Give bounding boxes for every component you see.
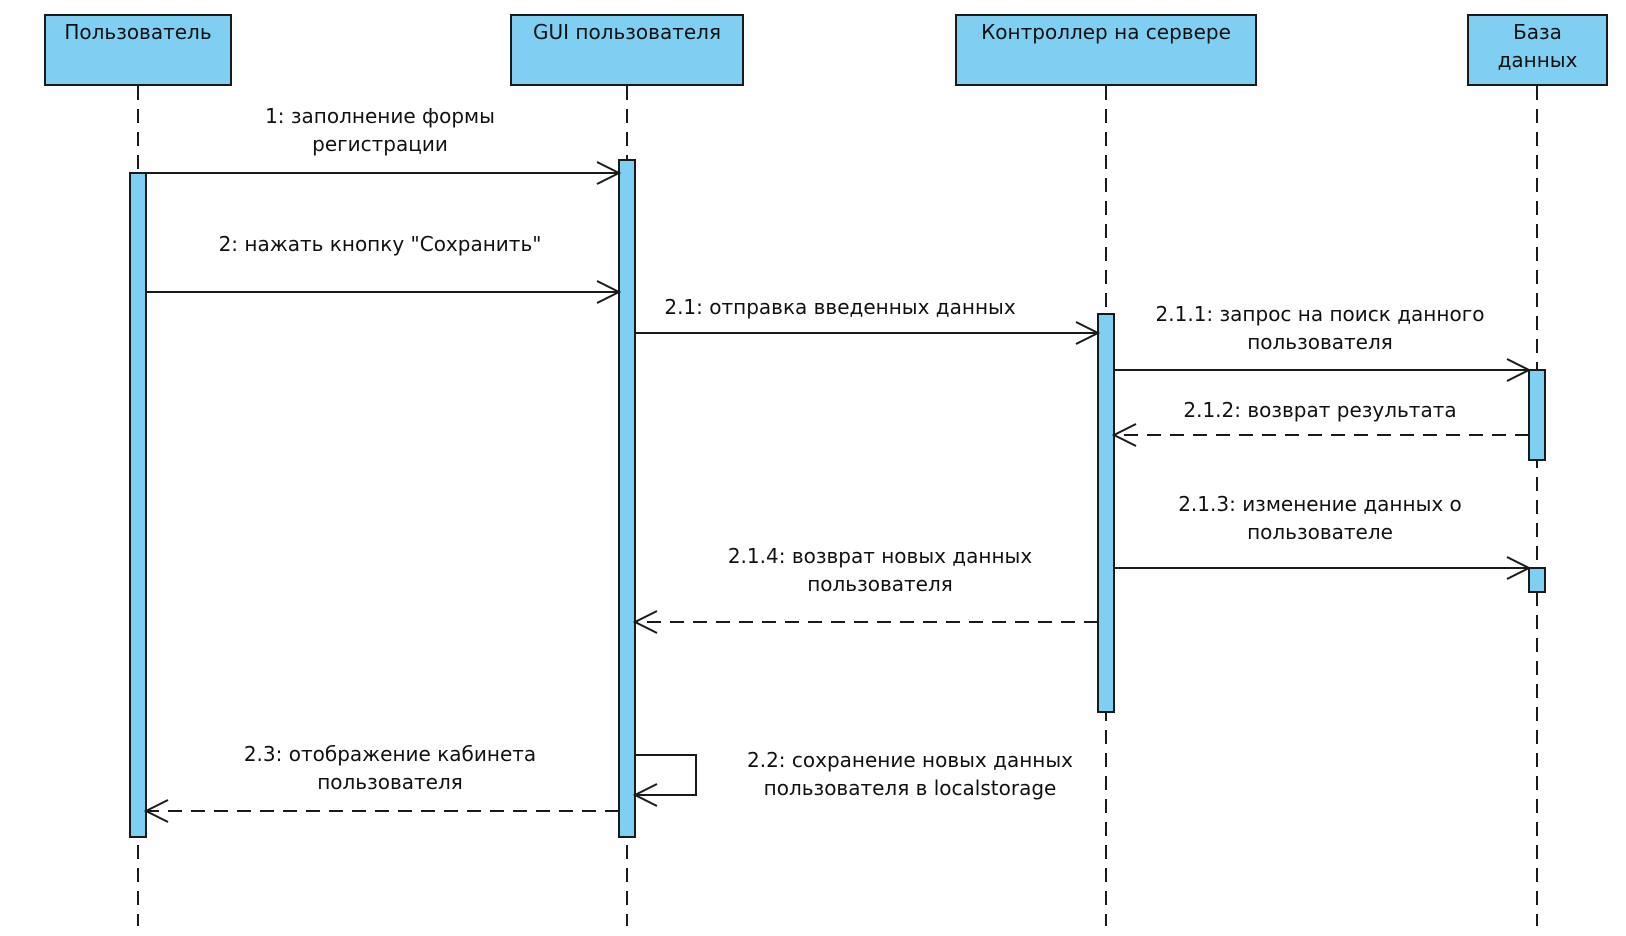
message-label-2-1-2: 2.1.2: возврат результата [1183,398,1457,422]
message-2-3-arrowhead [143,799,169,823]
message-label-2-2: 2.2: сохранение новых данных пользовател… [747,748,1073,800]
lifeline-header-user: Пользователь [44,14,232,86]
lifeline-name-user: Пользователь [64,20,212,44]
activation-bar-controller-2 [1097,313,1115,713]
lifeline-header-gui: GUI пользователя [510,14,744,86]
message-2-1-3-arrowhead [1506,556,1532,580]
lifeline-name-db: База данных [1497,20,1578,72]
activation-bar-user-0 [129,172,147,838]
lifeline-header-db: База данных [1467,14,1608,86]
message-label-2-1-1: 2.1.1: запрос на поиск данного пользоват… [1155,302,1485,354]
activation-bar-db-3 [1528,369,1546,461]
message-label-2-1-3: 2.1.3: изменение данных о пользователе [1178,492,1462,544]
lifeline-name-gui: GUI пользователя [533,20,721,44]
lifeline-header-controller: Контроллер на сервере [955,14,1257,86]
message-2-2-arrowhead [632,783,658,807]
message-label-2-1: 2.1: отправка введенных данных [664,295,1016,319]
message-label-1: 1: заполнение формы регистрации [265,104,495,156]
message-2-1-arrowhead [1075,321,1101,345]
activation-bar-db-4 [1528,567,1546,593]
message-2-arrowhead [596,280,622,304]
message-2-1-2-arrowhead [1111,423,1137,447]
message-label-2-3: 2.3: отображение кабинета пользователя [243,742,537,794]
activation-bar-gui-1 [618,159,636,838]
lifeline-name-controller: Контроллер на сервере [981,20,1231,44]
message-label-2-1-4: 2.1.4: возврат новых данных пользователя [727,544,1033,596]
message-2-1-4-arrowhead [632,610,658,634]
message-2-1-1-arrowhead [1506,358,1532,382]
message-label-2: 2: нажать кнопку "Сохранить" [218,232,542,256]
message-2-2-line [635,754,697,796]
message-1-arrowhead [596,161,622,185]
